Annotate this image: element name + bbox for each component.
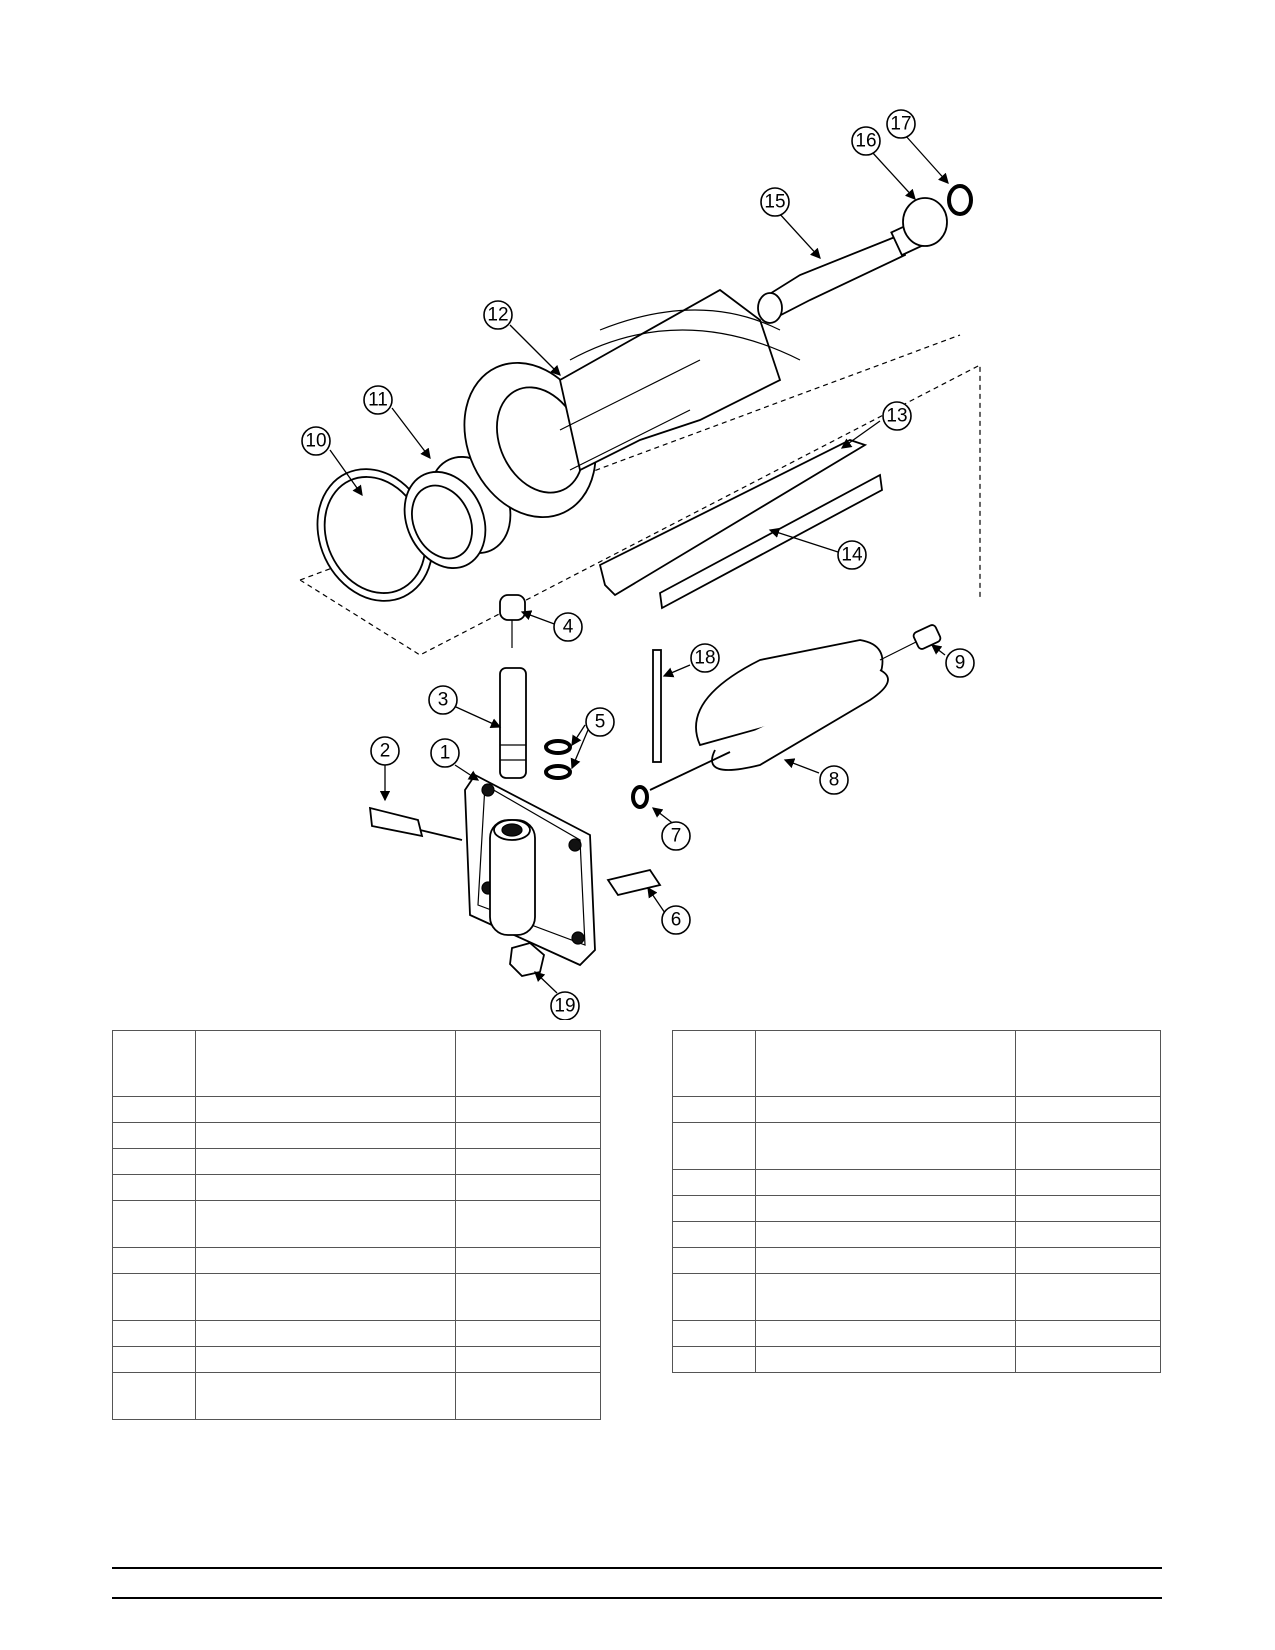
- svg-text:12: 12: [487, 305, 508, 326]
- part-16-nut: [902, 197, 948, 247]
- part-15-drive-shaft: [757, 218, 931, 324]
- callout-2: 2: [370, 736, 400, 766]
- table-row: [112, 1346, 601, 1373]
- table-row: [112, 1273, 601, 1321]
- callout-11: 11: [363, 385, 393, 415]
- svg-text:8: 8: [829, 770, 840, 791]
- svg-text:14: 14: [841, 545, 863, 566]
- table-row: [672, 1096, 1161, 1123]
- part-11-bearing: [403, 456, 512, 569]
- table-row: [672, 1247, 1161, 1274]
- svg-text:9: 9: [955, 653, 966, 674]
- footer-rule-top: [112, 1567, 1162, 1569]
- svg-text:1: 1: [440, 743, 451, 764]
- table-row: [112, 1122, 601, 1149]
- parts-table-left: [112, 1030, 601, 1420]
- callout-4: 4: [553, 612, 583, 642]
- table-row: [112, 1200, 601, 1248]
- part-19-knob: [509, 942, 546, 977]
- svg-text:13: 13: [886, 406, 907, 427]
- callout-19: 19: [550, 991, 580, 1020]
- part-4-cap: [499, 594, 526, 648]
- part-3-plunger: [499, 667, 527, 779]
- callout-3: 3: [428, 685, 458, 715]
- svg-text:18: 18: [694, 648, 715, 669]
- part-6-clip: [606, 868, 662, 897]
- svg-text:7: 7: [671, 826, 682, 847]
- svg-text:6: 6: [671, 910, 682, 931]
- svg-text:11: 11: [368, 390, 388, 411]
- callout-18: 18: [690, 643, 720, 673]
- table-row: [112, 1247, 601, 1274]
- part-2-handle: [368, 806, 463, 841]
- svg-text:4: 4: [563, 617, 574, 638]
- callout-1: 1: [430, 738, 460, 768]
- callout-7: 7: [661, 821, 691, 851]
- table-row: [112, 1096, 601, 1123]
- callout-15: 15: [760, 187, 790, 217]
- svg-text:17: 17: [890, 114, 911, 135]
- table-row: [672, 1221, 1161, 1248]
- svg-text:2: 2: [380, 741, 391, 762]
- callout-14: 14: [837, 540, 867, 570]
- table-row: [112, 1372, 601, 1420]
- footer-rule-bottom: [112, 1597, 1162, 1599]
- svg-text:16: 16: [855, 131, 876, 152]
- table-header-row: [672, 1030, 1161, 1097]
- part-13-scraper-blade: [598, 439, 868, 597]
- part-17-o-ring: [947, 184, 973, 216]
- part-10-gasket-ring: [316, 468, 434, 602]
- table-row: [112, 1148, 601, 1175]
- svg-text:10: 10: [305, 431, 326, 452]
- part-12-dasher: [463, 288, 801, 518]
- callout-17: 17: [886, 109, 916, 139]
- svg-text:3: 3: [438, 690, 449, 711]
- table-row: [112, 1320, 601, 1347]
- part-18-pin: [652, 649, 662, 763]
- callout-16: 16: [851, 126, 881, 156]
- callout-5: 5: [585, 707, 615, 737]
- callout-6: 6: [661, 905, 691, 935]
- parts-table-right: [672, 1030, 1161, 1373]
- callout-9: 9: [945, 648, 975, 678]
- callout-13: 13: [882, 401, 912, 431]
- table-row: [112, 1174, 601, 1201]
- callout-12: 12: [483, 300, 513, 330]
- part-8-beater: [649, 639, 921, 791]
- callout-10: 10: [301, 426, 331, 456]
- table-row: [672, 1346, 1161, 1373]
- part-9-bushing: [912, 624, 942, 650]
- svg-text:5: 5: [595, 712, 606, 733]
- part-7-o-ring: [631, 785, 649, 809]
- table-row: [672, 1320, 1161, 1347]
- table-row: [672, 1195, 1161, 1222]
- part-5-o-rings: [544, 739, 572, 780]
- part-1-door-housing: [464, 773, 596, 967]
- svg-text:15: 15: [764, 192, 785, 213]
- exploded-parts-diagram: 1 2 3 4 5 6 7 8 9 10 11 12 13 14 15 16 1…: [299, 109, 981, 1020]
- svg-text:19: 19: [554, 996, 575, 1017]
- callout-8: 8: [819, 765, 849, 795]
- part-14-blade-strip: [659, 473, 883, 610]
- table-row: [672, 1122, 1161, 1170]
- table-row: [672, 1273, 1161, 1321]
- table-row: [672, 1169, 1161, 1196]
- table-header-row: [112, 1030, 601, 1097]
